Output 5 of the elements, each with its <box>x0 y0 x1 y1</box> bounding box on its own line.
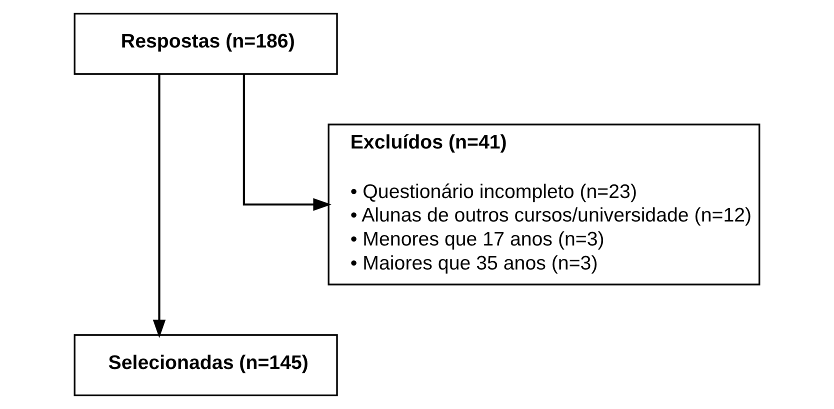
node-box: Respostas (n=186) <box>74 12 338 75</box>
node-box: Excluídos (n=41) • Questionário incompleto (n=23) • Alunas de outros cursos/universidade (n=12) • Menores que 17 anos (n=3) • Maiores que 35 anos (n=3) <box>328 124 760 286</box>
arrow <box>152 74 166 338</box>
arrow <box>242 74 332 211</box>
node-box: Selecionadas (n=145) <box>74 334 338 396</box>
